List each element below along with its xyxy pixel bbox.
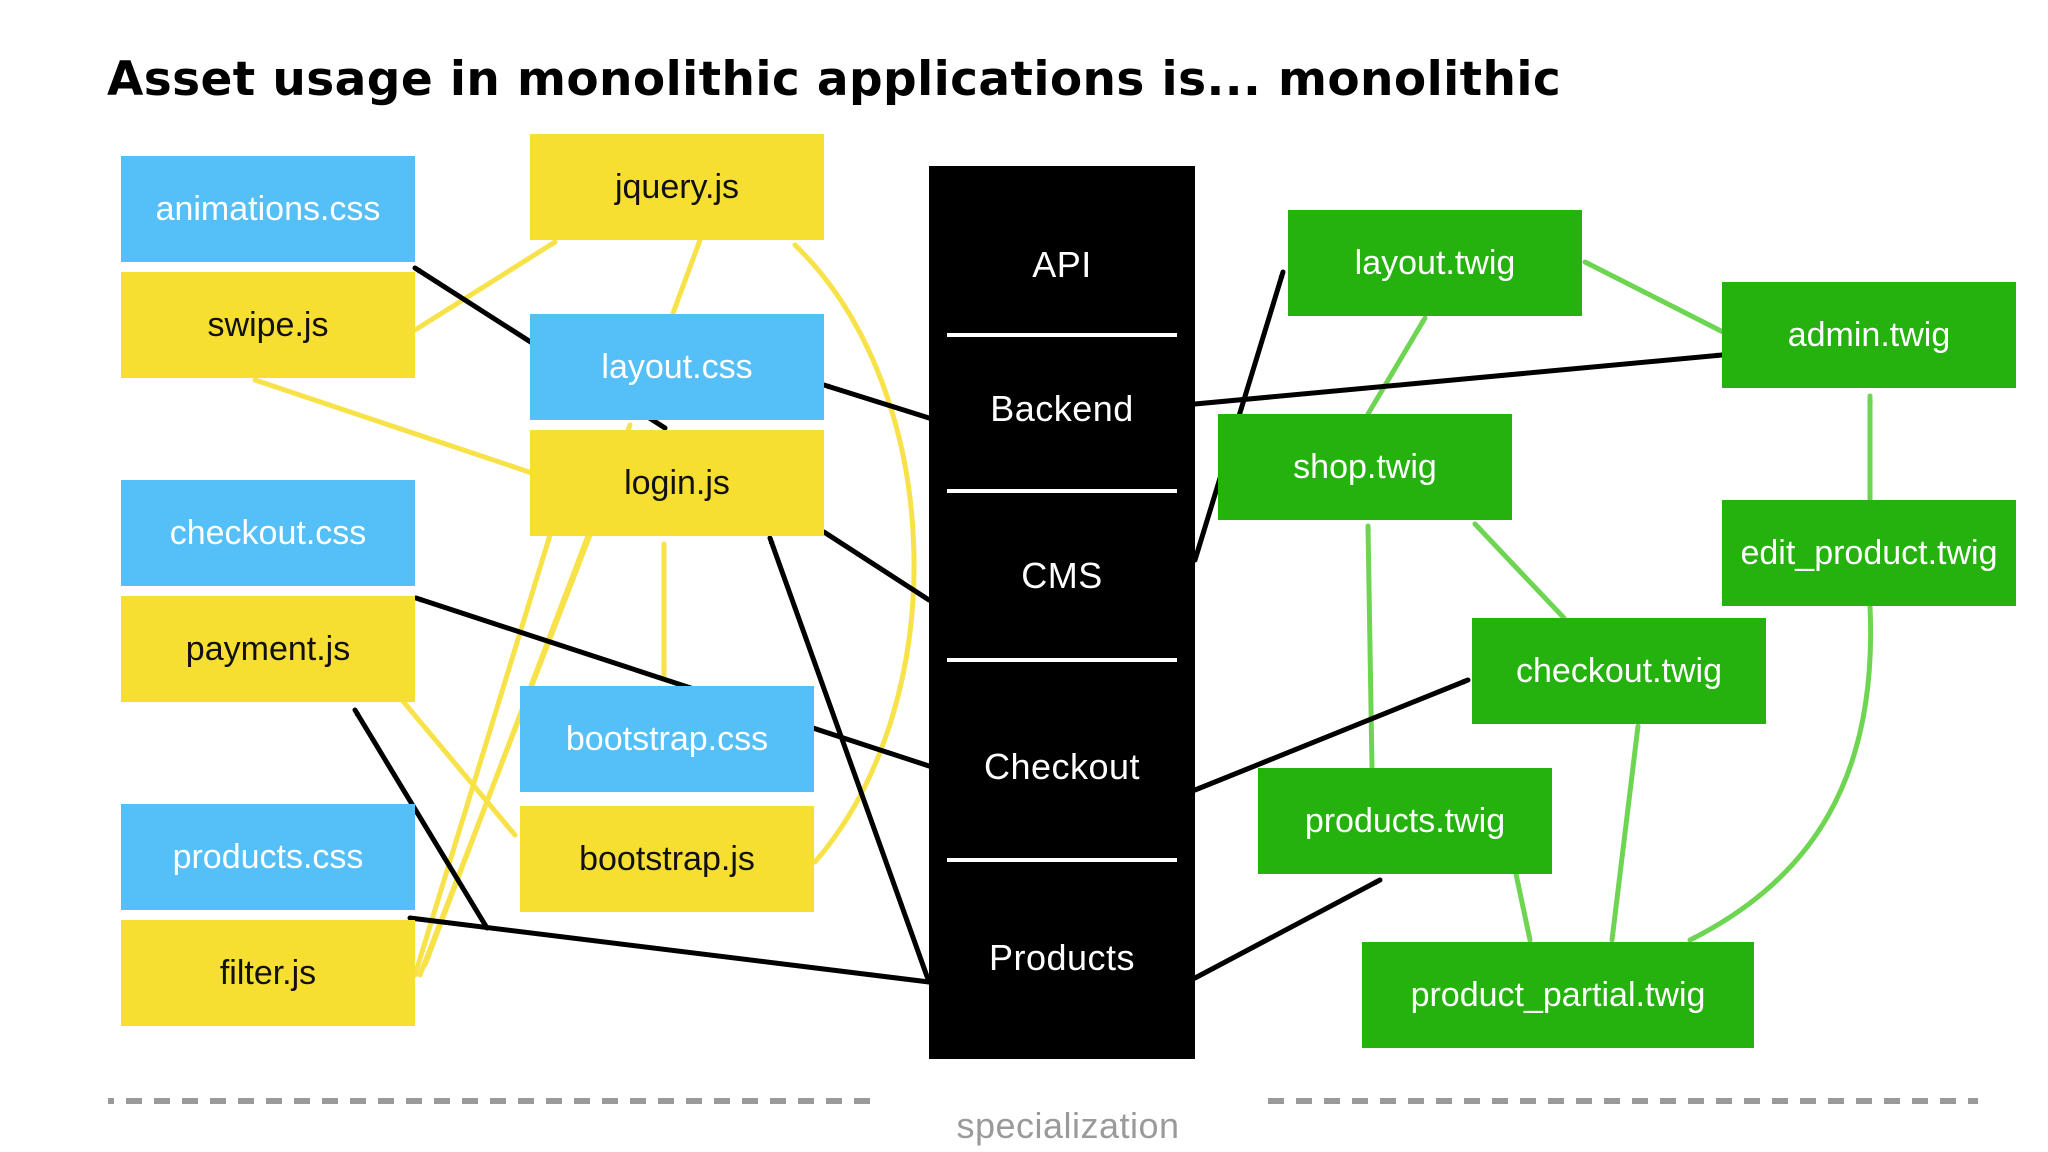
arrow-products-to-partial bbox=[1513, 871, 1533, 943]
arrow-checkout-to-checkouttwig bbox=[1192, 677, 1471, 793]
template-product-partial-twig: product_partial.twig bbox=[1362, 942, 1754, 1048]
module-divider bbox=[947, 858, 1177, 862]
arrow-login-to-swipe bbox=[252, 377, 535, 476]
module-dependency-arrows bbox=[352, 265, 1725, 985]
arrow-filter-to-login-a bbox=[412, 532, 553, 978]
asset-label: animations.css bbox=[155, 189, 381, 228]
template-label: admin.twig bbox=[1787, 315, 1951, 354]
asset-label: checkout.css bbox=[169, 513, 367, 552]
module-divider bbox=[947, 333, 1177, 337]
asset-label: filter.js bbox=[219, 953, 317, 992]
asset-checkout-css: checkout.css bbox=[121, 480, 415, 586]
template-layout-twig: layout.twig bbox=[1288, 210, 1582, 316]
asset-bootstrap-js: bootstrap.js bbox=[520, 806, 814, 912]
asset-label: bootstrap.js bbox=[579, 839, 755, 878]
arrow-backend-to-admin bbox=[1192, 352, 1725, 407]
template-label: shop.twig bbox=[1293, 447, 1437, 486]
arrow-checkout-to-shop bbox=[1472, 521, 1567, 621]
module-divider bbox=[947, 658, 1177, 662]
module-checkout: Checkout bbox=[983, 746, 1141, 787]
arrow-cms-to-login bbox=[821, 529, 932, 603]
asset-products-css: products.css bbox=[121, 804, 415, 910]
arrow-edit-to-partial bbox=[1687, 603, 1874, 943]
asset-swipe-js: swipe.js bbox=[121, 272, 415, 378]
twig-dependency-arrows bbox=[1365, 259, 1874, 943]
asset-label: jquery.js bbox=[614, 167, 740, 206]
module-products: Products bbox=[988, 937, 1136, 978]
template-admin-twig: admin.twig bbox=[1722, 282, 2016, 388]
arrow-filter-to-payment bbox=[352, 707, 490, 931]
arrow-products-to-shop bbox=[1365, 523, 1375, 771]
arrow-products-to-login bbox=[767, 535, 932, 985]
asset-layout-css: layout.css bbox=[530, 314, 824, 420]
template-label: edit_product.twig bbox=[1740, 533, 1998, 572]
template-label: products.twig bbox=[1304, 801, 1506, 840]
asset-label: payment.js bbox=[185, 629, 351, 668]
arrow-payment-to-bootstrapjs bbox=[399, 697, 518, 838]
asset-login-js: login.js bbox=[530, 430, 824, 536]
arrow-products-to-filter bbox=[407, 915, 932, 985]
arrow-shop-to-layout bbox=[1365, 315, 1428, 417]
arrow-bootstrapjs-to-jquery bbox=[792, 242, 917, 865]
template-label: checkout.twig bbox=[1516, 651, 1722, 690]
arrow-admin-to-layout bbox=[1582, 259, 1726, 335]
template-products-twig: products.twig bbox=[1258, 768, 1552, 874]
asset-animations-css: animations.css bbox=[121, 156, 415, 262]
asset-label: bootstrap.css bbox=[565, 719, 769, 758]
asset-label: swipe.js bbox=[207, 305, 329, 344]
application-module-stack: API Backend CMS Checkout Products bbox=[929, 166, 1195, 1059]
template-shop-twig: shop.twig bbox=[1218, 414, 1512, 520]
module-divider bbox=[947, 489, 1177, 493]
module-api: API bbox=[1032, 244, 1092, 285]
module-backend: Backend bbox=[990, 388, 1134, 429]
module-cms: CMS bbox=[1021, 555, 1103, 596]
arrow-backend-to-layoutcss bbox=[821, 382, 932, 421]
template-checkout-twig: checkout.twig bbox=[1472, 618, 1766, 724]
asset-label: login.js bbox=[624, 463, 730, 502]
asset-jquery-js: jquery.js bbox=[530, 134, 824, 240]
asset-label: products.css bbox=[172, 837, 364, 876]
asset-bootstrap-css: bootstrap.css bbox=[520, 686, 814, 792]
arrow-layoutcss-to-jquery bbox=[669, 237, 703, 319]
arrow-swipe-to-jquery bbox=[412, 239, 558, 333]
template-edit-product-twig: edit_product.twig bbox=[1722, 500, 2016, 606]
asset-filter-js: filter.js bbox=[121, 920, 415, 1026]
asset-payment-js: payment.js bbox=[121, 596, 415, 702]
axis-label: specialization bbox=[956, 1105, 1180, 1146]
arrow-products-to-productstwig bbox=[1192, 877, 1383, 981]
asset-label: layout.css bbox=[601, 347, 753, 386]
arrow-checkout-to-partial bbox=[1609, 723, 1641, 943]
template-label: product_partial.twig bbox=[1410, 975, 1706, 1014]
template-label: layout.twig bbox=[1354, 243, 1516, 282]
slide-title: Asset usage in monolithic applications i… bbox=[107, 52, 1562, 107]
